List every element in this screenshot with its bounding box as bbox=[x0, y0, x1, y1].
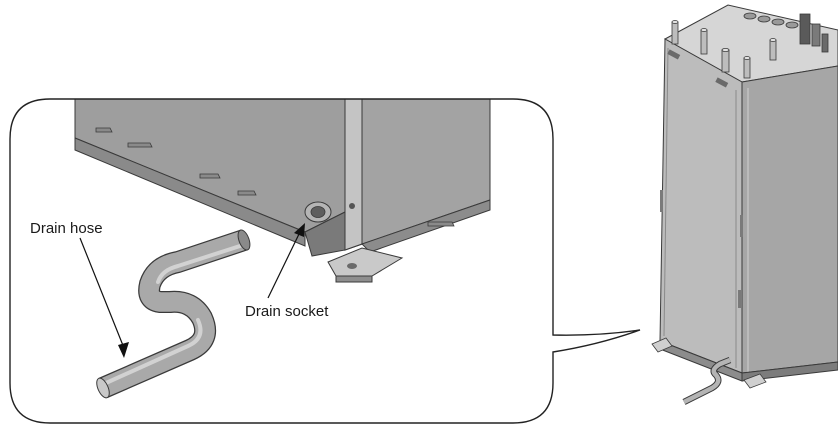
enlarged-unit-base bbox=[74, 99, 491, 283]
drain-hose-enlarged bbox=[96, 229, 251, 399]
leader-lines bbox=[79, 223, 305, 358]
storage-unit bbox=[651, 4, 838, 405]
detail-callout: Drain hose Drain socket bbox=[9, 98, 641, 424]
drain-hose-small bbox=[682, 356, 732, 405]
top-connectors bbox=[671, 12, 829, 79]
callout-outline bbox=[9, 98, 641, 424]
mounting-foot bbox=[327, 247, 404, 283]
drain-socket-label: Drain socket bbox=[245, 303, 329, 320]
drain-socket-fitting bbox=[304, 201, 332, 223]
drain-hose-label: Drain hose bbox=[30, 220, 103, 237]
